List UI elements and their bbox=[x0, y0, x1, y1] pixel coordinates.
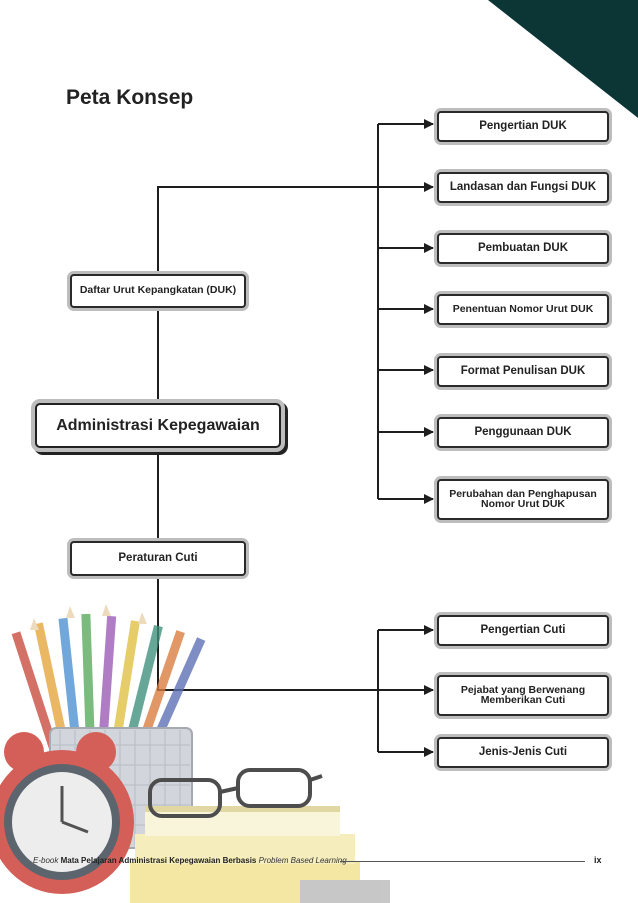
footer-divider bbox=[340, 861, 585, 862]
duk-item-landasan-fungsi[interactable]: Landasan dan Fungsi DUK bbox=[437, 172, 609, 203]
page-number: ix bbox=[594, 855, 602, 865]
footer-ebook: E-book bbox=[33, 856, 59, 865]
page-title: Peta Konsep bbox=[66, 86, 194, 109]
alarm-clock-icon bbox=[0, 732, 134, 894]
duk-item-pengertian[interactable]: Pengertian DUK bbox=[437, 111, 609, 142]
footer-credit: E-book Mata Pelajaran Administrasi Kepeg… bbox=[33, 856, 347, 865]
book-stack-icon bbox=[130, 806, 390, 903]
duk-item-perubahan-penghapusan[interactable]: Perubahan dan Penghapusan Nomor Urut DUK bbox=[437, 479, 609, 520]
branch-duk[interactable]: Daftar Urut Kepangkatan (DUK) bbox=[70, 274, 246, 308]
cuti-item-pengertian[interactable]: Pengertian Cuti bbox=[437, 615, 609, 646]
cuti-item-jenis[interactable]: Jenis-Jenis Cuti bbox=[437, 737, 609, 768]
colored-pencils-icon bbox=[11, 604, 206, 751]
stationery-illustration bbox=[0, 604, 390, 903]
eyeglasses-icon bbox=[148, 768, 323, 818]
duk-item-penggunaan[interactable]: Penggunaan DUK bbox=[437, 417, 609, 448]
duk-item-pembuatan[interactable]: Pembuatan DUK bbox=[437, 233, 609, 264]
cuti-item-pejabat-berwenang[interactable]: Pejabat yang Berwenang Memberikan Cuti bbox=[437, 675, 609, 716]
duk-item-format-penulisan[interactable]: Format Penulisan DUK bbox=[437, 356, 609, 387]
central-topic[interactable]: Administrasi Kepegawaian bbox=[35, 403, 281, 448]
footer-subject: Mata Pelajaran Administrasi Kepegawaian … bbox=[60, 856, 257, 865]
corner-decoration bbox=[488, 0, 638, 118]
footer-method: Problem Based Learning bbox=[258, 856, 347, 865]
branch-peraturan-cuti[interactable]: Peraturan Cuti bbox=[70, 541, 246, 576]
duk-item-penentuan-nomor[interactable]: Penentuan Nomor Urut DUK bbox=[437, 294, 609, 325]
